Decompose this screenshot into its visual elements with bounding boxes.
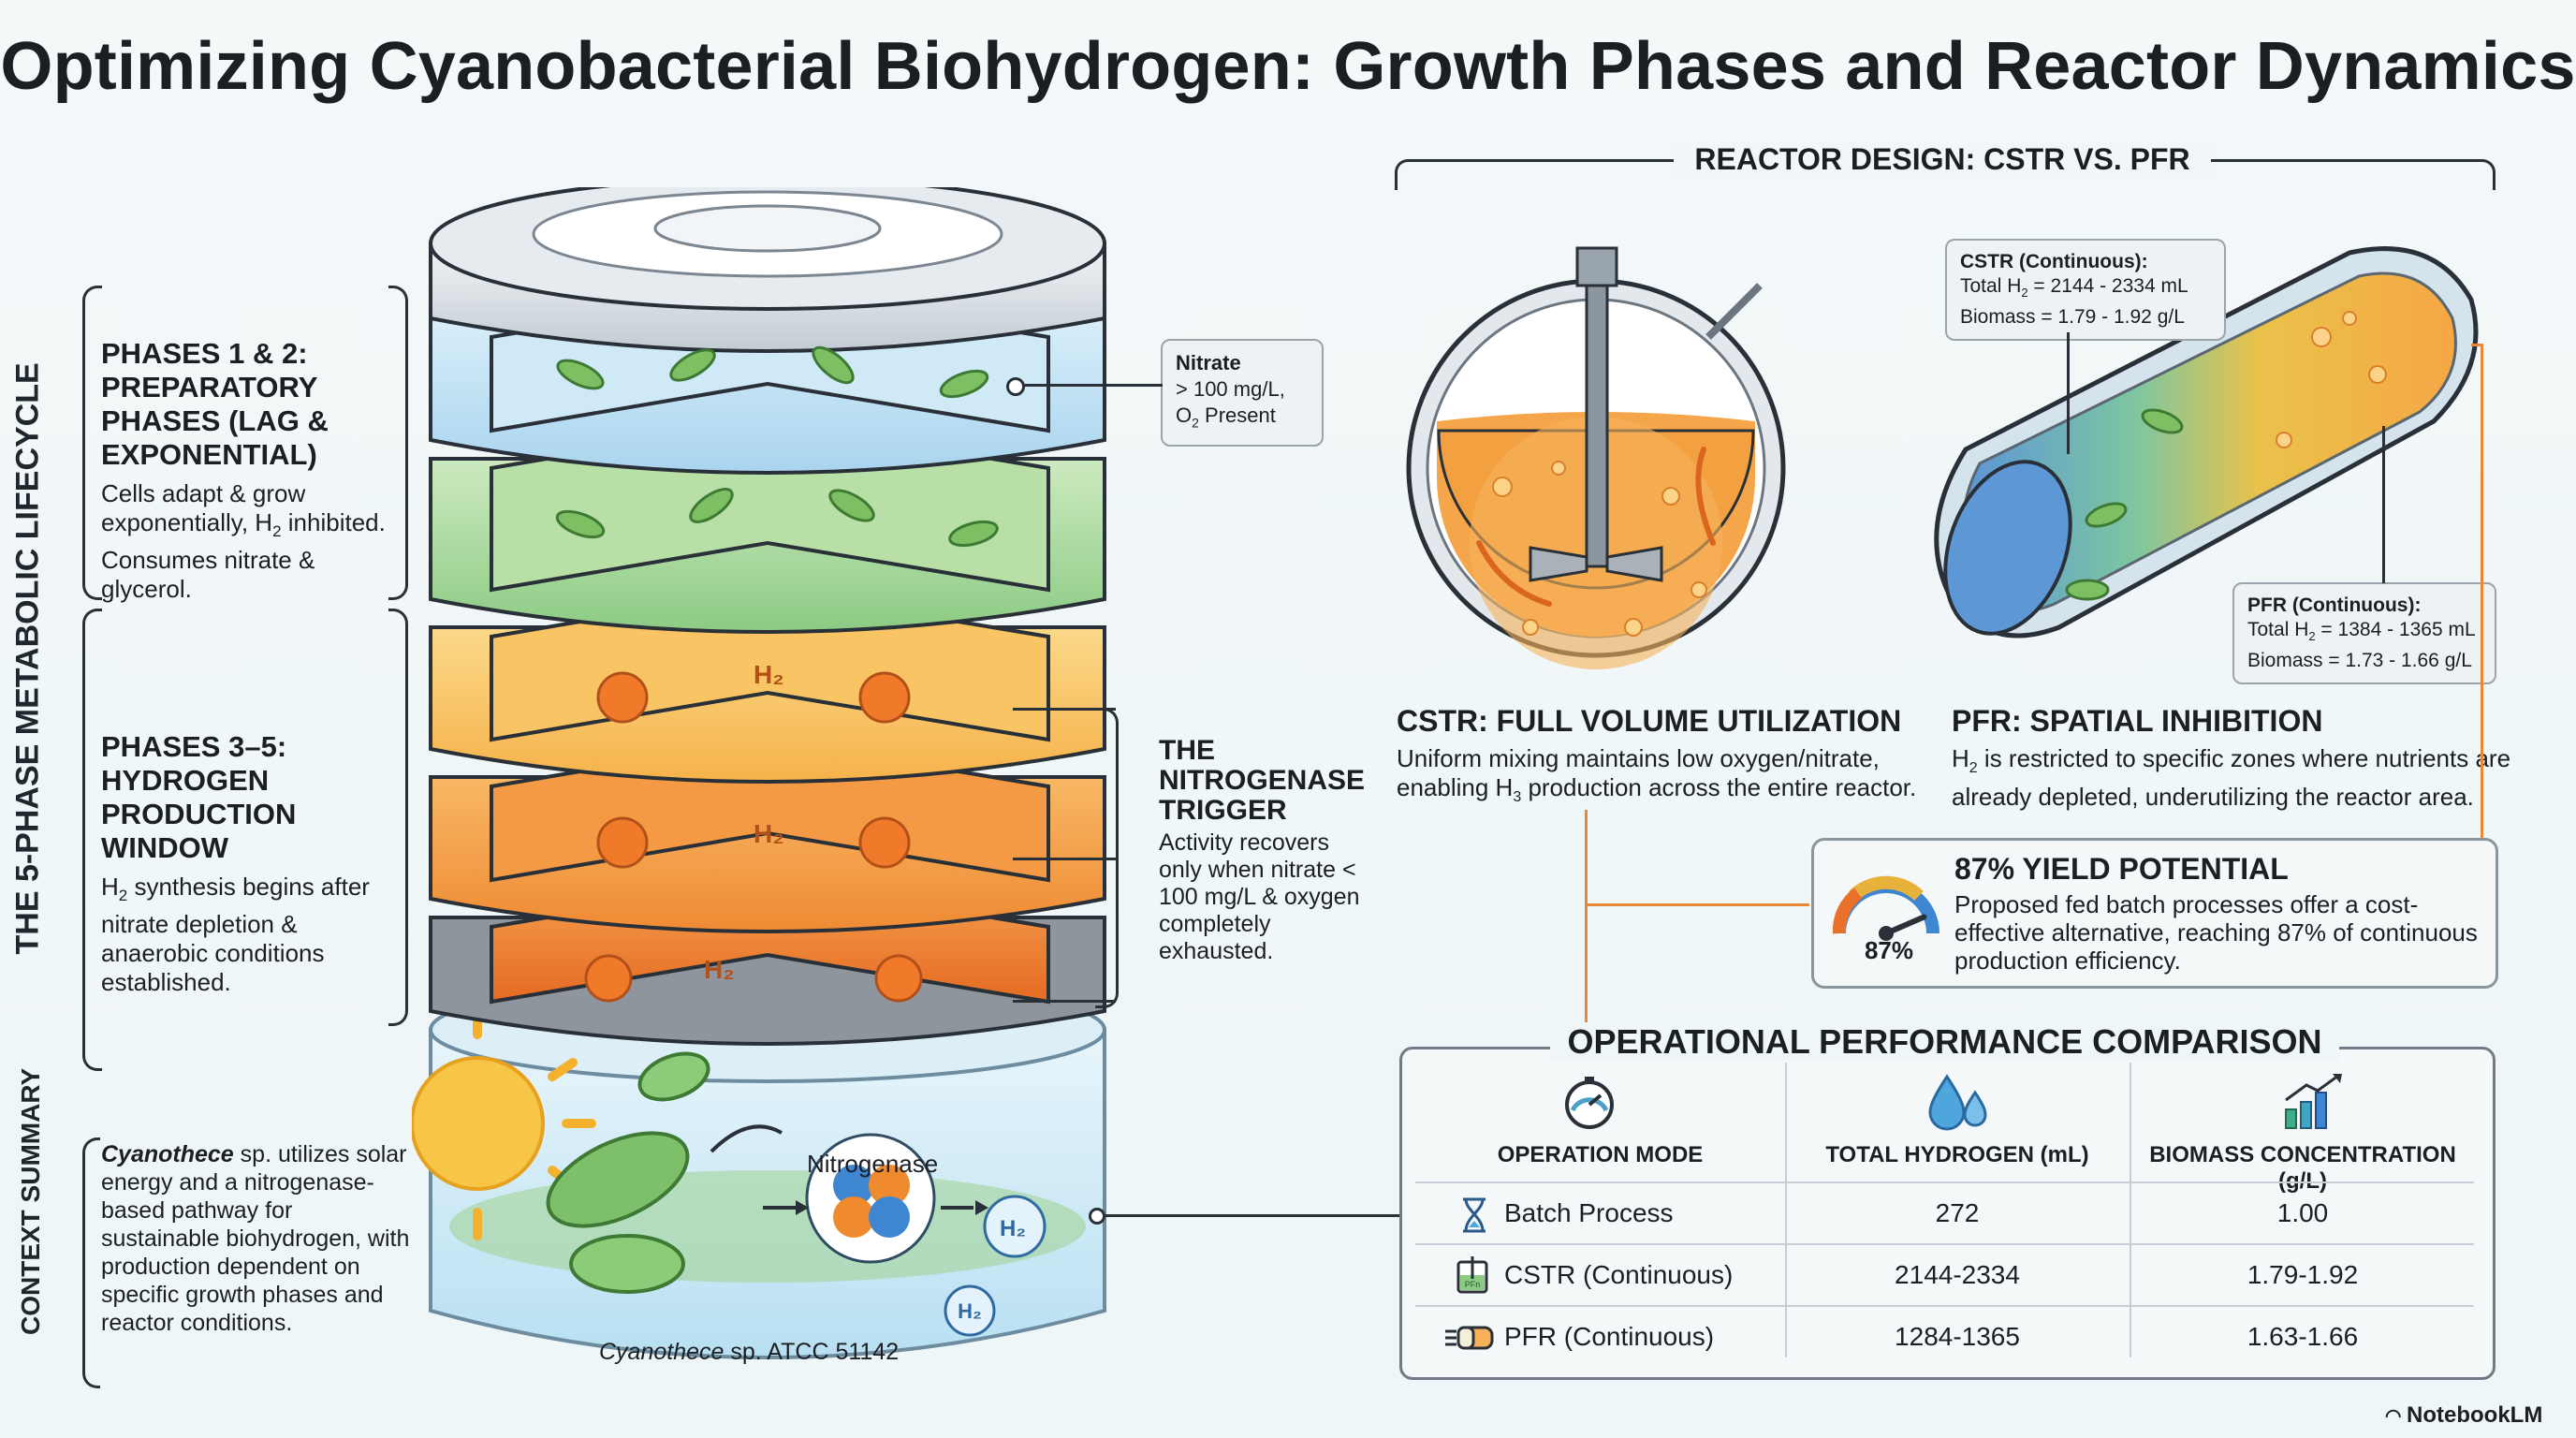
- yield-gauge-icon: [1832, 875, 1939, 941]
- context-bracket: [82, 1137, 100, 1388]
- mode-cell: Batch Process: [1504, 1198, 1674, 1227]
- hourglass-icon: [1463, 1197, 1486, 1233]
- pfr-description: PFR: SPATIAL INHIBITION H2 is restricted…: [1952, 704, 2513, 812]
- svg-text:H₂: H₂: [958, 1299, 982, 1323]
- svg-text:H₂: H₂: [1000, 1216, 1026, 1241]
- cstr-illustration: [1406, 246, 1786, 669]
- bar-chart-growth-icon: [2285, 1074, 2342, 1129]
- h2-bubble: [944, 1284, 996, 1337]
- svg-text:H₂: H₂: [754, 819, 784, 848]
- nitrate-callout: Nitrate > 100 mg/L, O2 Present: [1161, 339, 1324, 448]
- context-summary-text: Cyanothece sp. utilizes solar energy and…: [101, 1141, 410, 1336]
- yield-body: Proposed fed batch processes offer a cos…: [1954, 890, 2478, 975]
- reactor-design-header-wrap: REACTOR DESIGN: CSTR VS. PFR: [1395, 142, 2490, 177]
- cstr-callout: CSTR (Continuous): Total H2 = 2144 - 233…: [1945, 239, 2226, 342]
- page-title: Optimizing Cyanobacterial Biohydrogen: G…: [0, 29, 2576, 104]
- production-heading: PHASES 3–5: HYDROGEN PRODUCTION WINDOW: [101, 730, 297, 864]
- production-body: H2 synthesis begins after nitrate deplet…: [101, 873, 370, 997]
- cstr-tank-icon: PFn: [1456, 1256, 1488, 1294]
- pfr-callout: PFR (Continuous): Total H2 = 1384 - 1365…: [2232, 582, 2496, 685]
- lifecycle-side-label: THE 5-PHASE METABOLIC LIFECYCLE: [9, 362, 46, 955]
- pfr-body: H2 is restricted to specific zones where…: [1952, 744, 2511, 812]
- hydrogen-cell: 2144-2334: [1895, 1260, 2020, 1289]
- biomass-cell: 1.00: [2276, 1198, 2329, 1227]
- cstr-heading: CSTR: FULL VOLUME UTILIZATION: [1397, 704, 1902, 738]
- mode-cell: PFR (Continuous): [1504, 1322, 1715, 1351]
- svg-text:H₂: H₂: [754, 660, 784, 689]
- nitrate-connector: [1013, 384, 1163, 387]
- table-row: Batch Process 272 1.00: [1415, 1183, 2474, 1243]
- bacteria-cells: [555, 345, 999, 548]
- column-header-mode: OPERATION MODE: [1497, 1142, 1704, 1167]
- column-header-hydrogen: TOTAL HYDROGEN (mL): [1825, 1142, 2089, 1167]
- preparatory-heading: PHASES 1 & 2: PREPARATORY PHASES (LAG & …: [101, 337, 329, 471]
- cstr-body: Uniform mixing maintains low oxygen/nitr…: [1397, 744, 1917, 806]
- sun-icon: [412, 1006, 596, 1240]
- comparison-title-wrap: OPERATIONAL PERFORMANCE COMPARISON: [1399, 1022, 2490, 1062]
- stacked-reactor-illustration: H₂ H₂ H₂ H₂ H₂: [412, 187, 1106, 1359]
- hydrogen-cell: 272: [1935, 1198, 1980, 1227]
- branding: ◠ NotebookLM: [2385, 1402, 2543, 1428]
- water-drops-icon: [1928, 1074, 1987, 1131]
- yield-text: 87% YIELD POTENTIAL Proposed fed batch p…: [1954, 852, 2479, 975]
- yield-heading: 87% YIELD POTENTIAL: [1954, 852, 2289, 886]
- nitrogenase-label: Nitrogenase: [807, 1150, 939, 1178]
- production-right-bracket: [388, 609, 408, 1026]
- layer-h2-labels: H₂ H₂ H₂: [704, 660, 784, 984]
- mode-cell: CSTR (Continuous): [1504, 1260, 1734, 1289]
- h2-bubble: [983, 1195, 1046, 1258]
- pfr-illustration: [1934, 246, 2479, 638]
- context-side-label: CONTEXT SUMMARY: [16, 1067, 45, 1335]
- stopwatch-icon: [1565, 1077, 1614, 1129]
- nitrogenase-trigger-text: THE NITROGENASE TRIGGER Activity recover…: [1159, 736, 1374, 965]
- pfr-heading: PFR: SPATIAL INHIBITION: [1952, 704, 2323, 738]
- preparatory-bracket: [82, 286, 102, 600]
- cyanothece-cells: [546, 1051, 710, 1294]
- svg-text:PFn: PFn: [1465, 1280, 1481, 1289]
- reactor-design-header: REACTOR DESIGN: CSTR VS. PFR: [1674, 142, 2211, 176]
- trigger-heading: THE NITROGENASE TRIGGER: [1159, 735, 1366, 826]
- column-header-biomass: BIOMASS CONCENTRATION (g/L): [2149, 1142, 2456, 1194]
- table-row: PFn CSTR (Continuous) 2144-2334 1.79-1.9…: [1415, 1245, 2474, 1305]
- enzyme-shapes: [584, 671, 923, 1003]
- nitrogenase-enzyme-icon: [805, 1133, 936, 1264]
- hydrogen-cell: 1284-1365: [1895, 1322, 2020, 1351]
- preparatory-body: Cells adapt & grow exponentially, H2 inh…: [101, 479, 386, 604]
- comparison-title: OPERATIONAL PERFORMANCE COMPARISON: [1550, 1022, 2339, 1061]
- table-row: PFR (Continuous) 1284-1365 1.63-1.66: [1415, 1307, 2474, 1367]
- trigger-body: Activity recovers only when nitrate < 10…: [1159, 829, 1360, 964]
- pfr-pipe-icon: [1445, 1326, 1494, 1350]
- context-connector: [1095, 1214, 1404, 1217]
- reactor-lid: [429, 187, 1106, 353]
- yield-gauge-value: 87%: [1864, 936, 1914, 964]
- strain-label: Cyanothece sp. ATCC 51142: [599, 1339, 900, 1365]
- notebooklm-logo-icon: ◠: [2385, 1406, 2408, 1427]
- preparatory-right-bracket: [388, 286, 408, 600]
- biomass-cell: 1.79-1.92: [2247, 1260, 2359, 1289]
- production-phases-text: PHASES 3–5: HYDROGEN PRODUCTION WINDOW H…: [101, 730, 401, 997]
- preparatory-phases-text: PHASES 1 & 2: PREPARATORY PHASES (LAG & …: [101, 337, 410, 604]
- svg-text:H₂: H₂: [704, 955, 735, 984]
- biomass-cell: 1.63-1.66: [2247, 1322, 2359, 1351]
- production-bracket: [82, 609, 102, 1071]
- cstr-description: CSTR: FULL VOLUME UTILIZATION Uniform mi…: [1397, 704, 1949, 812]
